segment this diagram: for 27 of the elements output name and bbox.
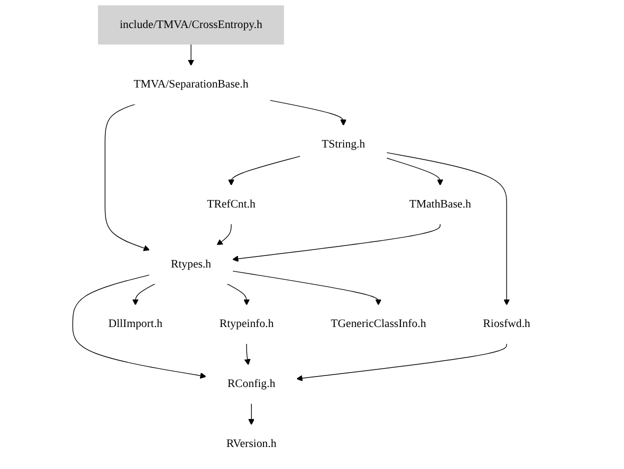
arrow — [132, 283, 156, 306]
node-text: TMathBase.h — [409, 198, 471, 210]
node-text: TGenericClassInfo.h — [330, 318, 426, 330]
arrow — [386, 158, 444, 186]
arrow — [244, 343, 250, 366]
node-text: Rtypes.h — [170, 258, 211, 270]
arrow — [232, 270, 382, 306]
node-box: include/TMVA/CrossEntropy.h — [98, 5, 284, 45]
arrow — [226, 283, 250, 306]
node-text: Rtypeinfo.h — [219, 318, 274, 330]
node-text: TRefCnt.h — [206, 198, 256, 210]
node-text: TString.h — [321, 138, 365, 150]
arrow — [269, 100, 346, 126]
node-text: RVersion.h — [226, 438, 276, 450]
arrow — [72, 274, 206, 379]
node-text: TMVA/SeparationBase.h — [133, 78, 248, 91]
arrow — [104, 104, 150, 252]
node-text: RConfig.h — [227, 378, 276, 390]
arrow — [216, 223, 232, 246]
node-text: Riosfwd.h — [482, 318, 530, 330]
arrow — [228, 156, 300, 186]
arrow — [232, 223, 440, 262]
arrow — [188, 44, 194, 66]
node-text: DllImport.h — [108, 318, 162, 330]
arrow — [386, 152, 510, 306]
arrow — [248, 403, 254, 426]
arrow — [296, 343, 507, 382]
